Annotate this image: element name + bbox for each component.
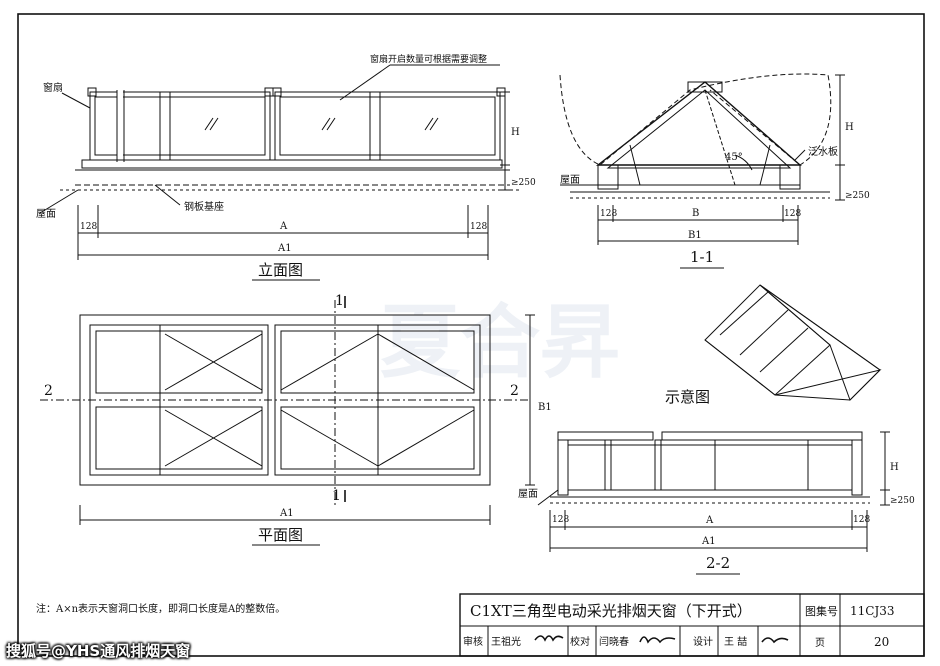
designer-name: 王 喆	[724, 635, 747, 648]
section-2-2-view	[537, 431, 890, 552]
elev-a-label: A	[279, 221, 288, 232]
reviewer-signature	[534, 635, 564, 642]
section-22-title: 2-2	[706, 554, 730, 572]
sec22-128-left: 128	[552, 515, 569, 525]
drawing-note: 注：A×n表示天窗洞口长度，即洞口长度是A的整数倍。	[36, 602, 285, 615]
watermark: 夏合昇	[380, 296, 620, 389]
schematic-view	[704, 284, 882, 401]
sec11-250-label: ≥250	[845, 191, 870, 201]
reviewer-name: 王祖光	[491, 635, 521, 648]
sec11-b-label: B	[692, 208, 699, 219]
elev-h-label: H	[511, 127, 520, 138]
checker-signature	[639, 636, 676, 644]
elevation-view	[39, 64, 520, 260]
title-block	[459, 593, 925, 657]
plan-view	[40, 296, 535, 525]
plan-a1-label: A1	[279, 508, 294, 519]
check-label: 校对	[570, 635, 590, 648]
page-label: 页	[815, 637, 825, 649]
roof-label-section11: 屋面	[560, 174, 580, 186]
source-credit: 搜狐号@YHS通风排烟天窗	[6, 642, 191, 660]
review-label: 审核	[463, 635, 483, 648]
sheet-title: C1XT三角型电动采光排烟天窗（下开式）	[470, 602, 752, 620]
sec11-h-label: H	[845, 122, 854, 133]
elev-128-right: 128	[470, 222, 487, 232]
schematic-view-title: 示意图	[665, 388, 710, 406]
sec22-128-right: 128	[853, 515, 870, 525]
plan-section-2-left: 2	[44, 383, 53, 399]
plan-section-1-top: 1	[335, 293, 344, 309]
plan-view-title: 平面图	[258, 526, 303, 544]
elev-250-label: ≥250	[511, 178, 536, 188]
roof-label-elevation: 屋面	[36, 208, 56, 220]
atlas-number: 11CJ33	[850, 604, 895, 618]
sash-note-label: 窗扇开启数量可根据需要调整	[370, 53, 487, 65]
plan-section-1-bottom: 1	[332, 488, 341, 504]
steel-base-label: 钢板基座	[184, 200, 224, 213]
sec22-a-label: A	[705, 515, 714, 526]
section-1-1-view	[559, 73, 845, 245]
checker-name: 闫晓春	[599, 635, 629, 648]
sec22-a1-label: A1	[701, 536, 716, 547]
sec11-128-right: 128	[784, 209, 801, 219]
sec11-b1-label: B1	[688, 230, 702, 241]
plan-b1-label: B1	[538, 402, 552, 413]
atlas-number-label: 图集号	[805, 604, 838, 618]
roof-label-section22: 屋面	[518, 488, 538, 500]
flashing-label: 泛水板	[808, 145, 838, 158]
designer-signature	[761, 637, 789, 644]
sec22-250-label: ≥250	[890, 496, 915, 506]
sec22-h-label: H	[890, 462, 899, 473]
section-11-title: 1-1	[690, 248, 714, 266]
plan-section-2-right: 2	[510, 383, 519, 399]
elev-128-left: 128	[80, 222, 97, 232]
elev-a1-label: A1	[277, 243, 292, 254]
page-number: 20	[874, 635, 889, 649]
angle-label: 45°	[725, 152, 743, 163]
sec11-128-left: 128	[600, 209, 617, 219]
design-label: 设计	[693, 635, 713, 648]
sash-label: 窗扇	[43, 81, 63, 94]
elevation-view-title: 立面图	[258, 261, 303, 279]
